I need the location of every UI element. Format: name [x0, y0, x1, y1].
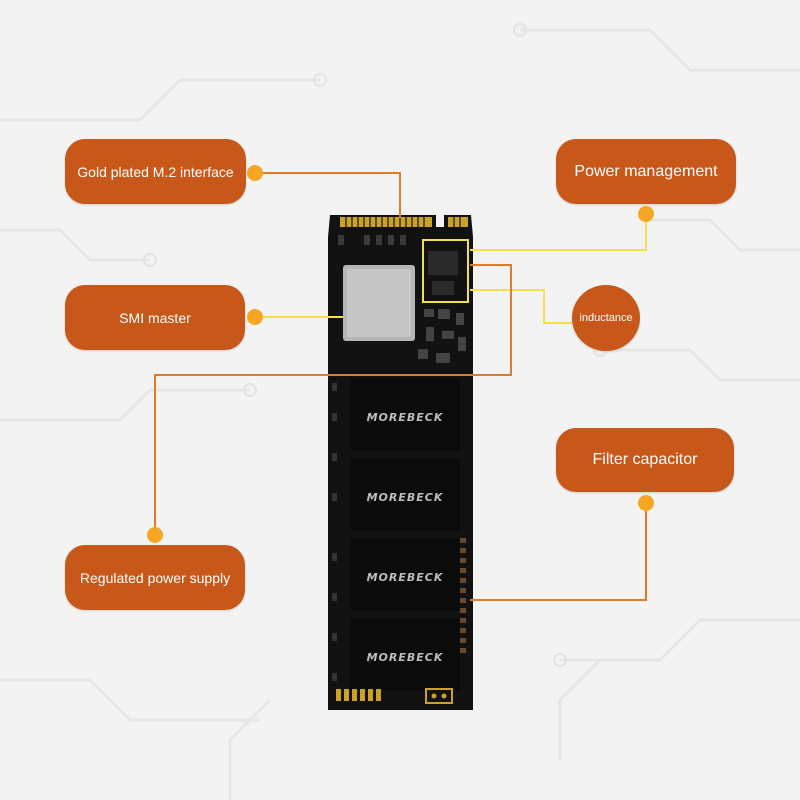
- filter-capacitor-strip: [460, 538, 466, 653]
- label-power-management-text: Power management: [574, 162, 718, 180]
- label-inductance: inductance: [572, 285, 640, 351]
- highlight-power-chip: [422, 239, 469, 303]
- label-smi-master: SMI master: [65, 285, 245, 350]
- connector-filter-capacitor: [470, 503, 647, 601]
- bottom-pads: [336, 689, 381, 701]
- label-regulated-power-supply: Regulated power supply: [65, 545, 245, 610]
- label-inductance-text: inductance: [579, 312, 633, 324]
- label-filter-capacitor: Filter capacitor: [556, 428, 734, 492]
- brand-mark-2: MOREBECK: [367, 491, 444, 504]
- connector-gold-interface: [255, 172, 401, 218]
- nand-chip-2: [350, 458, 460, 530]
- connector-regulated-supply: [154, 264, 512, 535]
- label-power-management: Power management: [556, 139, 736, 204]
- brand-mark-3: MOREBECK: [367, 571, 444, 584]
- label-smi-master-text: SMI master: [119, 309, 191, 326]
- m2-ssd-board: MOREBECK MOREBECK MOREBECK MOREBECK: [328, 215, 473, 710]
- nand-chip-1: [350, 378, 460, 450]
- dot-power-management: [638, 206, 654, 222]
- label-regulated-power-supply-text: Regulated power supply: [79, 569, 231, 586]
- gold-contacts: [340, 217, 468, 227]
- dot-gold-interface: [247, 165, 263, 181]
- brand-mark-4: MOREBECK: [367, 651, 444, 664]
- dot-smi-master: [247, 309, 263, 325]
- connector-power-management: [470, 214, 647, 251]
- power-management-chip: [428, 251, 458, 275]
- dot-regulated-supply: [147, 527, 163, 543]
- connector-inductance: [470, 289, 572, 324]
- label-gold-interface: Gold plated M.2 interface: [65, 139, 246, 204]
- label-gold-interface-text: Gold plated M.2 interface: [77, 163, 234, 180]
- brand-mark-1: MOREBECK: [367, 411, 444, 424]
- nand-chip-3: [350, 538, 460, 610]
- inductor-component: [432, 281, 454, 295]
- label-filter-capacitor-text: Filter capacitor: [592, 451, 698, 468]
- dot-filter-capacitor: [638, 495, 654, 511]
- nand-chip-4: [350, 618, 460, 690]
